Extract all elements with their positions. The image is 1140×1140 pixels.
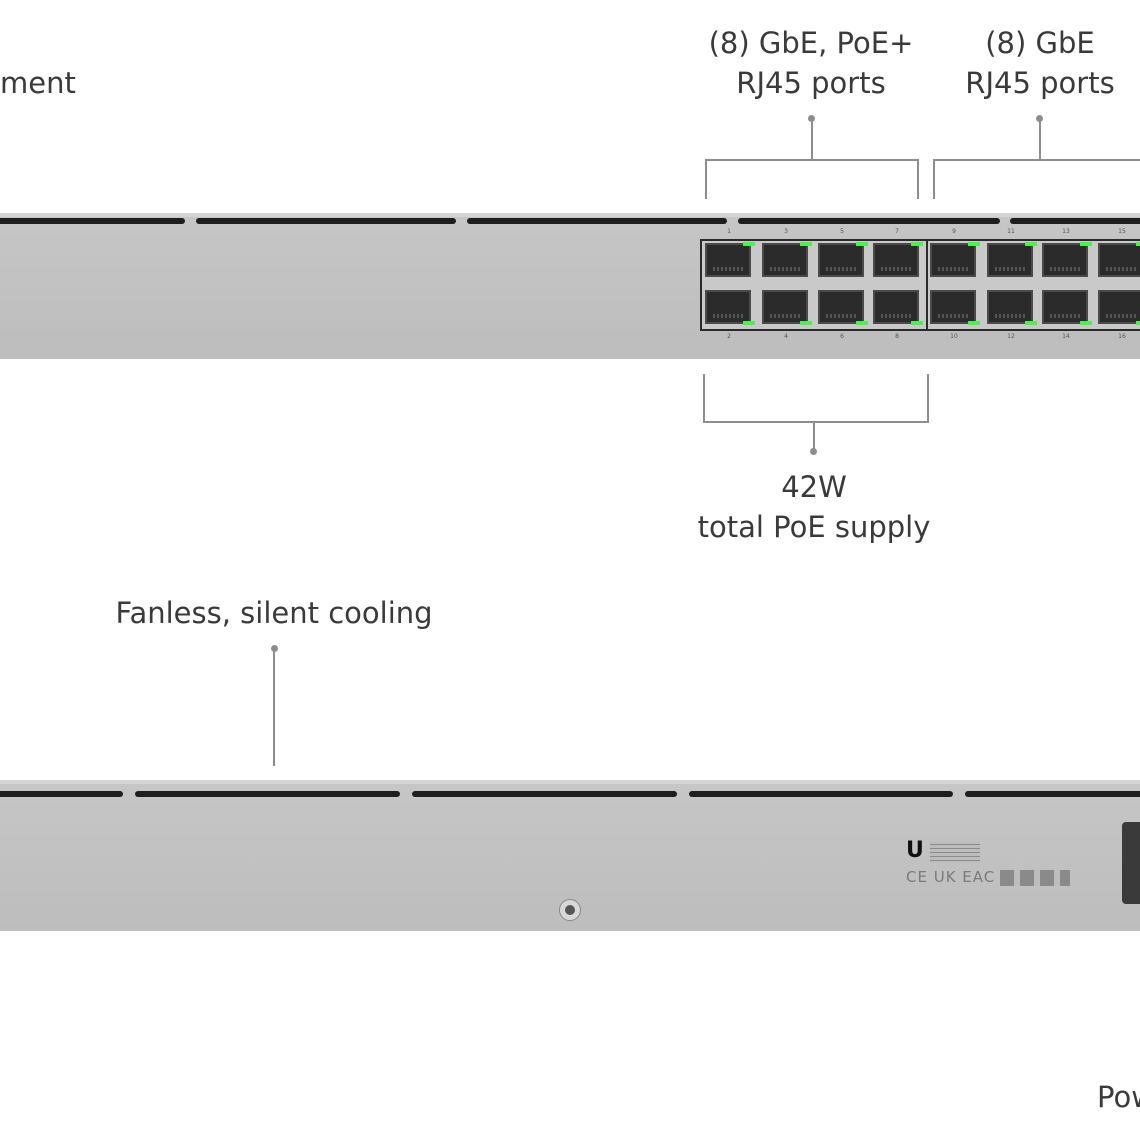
management-callout-fragment: ment (0, 66, 76, 100)
poe-supply-callout-dot (810, 448, 817, 455)
ubiquiti-logo: U (906, 838, 924, 863)
port-led (1136, 242, 1140, 246)
port-led (856, 242, 868, 246)
ground-screw-icon (559, 899, 581, 921)
port-led (800, 242, 812, 246)
port-led (1080, 321, 1092, 325)
poe-supply-callout: 42W total PoE supply (664, 467, 964, 547)
port-led (743, 321, 755, 325)
port-number-label: 4 (784, 333, 788, 340)
port-number-label: 2 (727, 333, 731, 340)
port-number-label: 12 (1007, 333, 1015, 340)
rj45-port (818, 290, 864, 324)
gbe-ports-callout: (8) GbE RJ45 ports (940, 23, 1140, 103)
device-info-text (930, 841, 980, 863)
port-led (743, 242, 755, 246)
vent-slot (196, 218, 456, 224)
rj45-port (1042, 243, 1088, 277)
port-number-label: 13 (1062, 228, 1070, 235)
port-led (1025, 242, 1037, 246)
vent-slot (135, 791, 400, 797)
poe-ports-callout-line (811, 118, 813, 160)
poe-supply-callout-line (813, 421, 815, 451)
port-number-label: 9 (952, 228, 956, 235)
port-number-label: 14 (1062, 333, 1070, 340)
port-number-label: 10 (950, 333, 958, 340)
port-led (968, 242, 980, 246)
port-led (1025, 321, 1037, 325)
port-led (911, 321, 923, 325)
port-led (1080, 242, 1092, 246)
certification-icons (1000, 870, 1070, 886)
rj45-port (930, 290, 976, 324)
vent-slot (0, 218, 185, 224)
poe-ports-callout: (8) GbE, PoE+ RJ45 ports (691, 23, 931, 103)
port-led (800, 321, 812, 325)
power-connector (1122, 822, 1140, 904)
rj45-port (873, 243, 919, 277)
gbe-ports-callout-line1: (8) GbE (985, 26, 1095, 60)
rj45-port (1042, 290, 1088, 324)
rj45-port (762, 243, 808, 277)
poe-ports-callout-line2: RJ45 ports (736, 66, 886, 100)
port-number-label: 7 (895, 228, 899, 235)
port-led (968, 321, 980, 325)
rj45-port (1098, 243, 1140, 277)
port-led (856, 321, 868, 325)
gbe-ports-callout-line2: RJ45 ports (965, 66, 1115, 100)
vent-slot (1010, 218, 1140, 224)
poe-ports-callout-line1: (8) GbE, PoE+ (708, 26, 914, 60)
power-callout-fragment: Pow (1097, 1080, 1140, 1114)
port-led (911, 242, 923, 246)
vent-slot (0, 791, 123, 797)
rj45-port (987, 290, 1033, 324)
rj45-port (818, 243, 864, 277)
poe-ports-bracket (705, 159, 919, 199)
port-number-label: 5 (840, 228, 844, 235)
port-led (1136, 321, 1140, 325)
gbe-ports-callout-line (1039, 118, 1041, 160)
gbe-ports-bracket (933, 159, 1140, 199)
vent-slot (689, 791, 953, 797)
port-number-label: 11 (1007, 228, 1015, 235)
poe-supply-callout-line2: total PoE supply (697, 510, 931, 544)
rj45-port (987, 243, 1033, 277)
vent-slot (738, 218, 1000, 224)
rj45-port (873, 290, 919, 324)
rj45-port (705, 290, 751, 324)
vent-slot (412, 791, 677, 797)
cooling-callout: Fanless, silent cooling (115, 596, 433, 630)
port-number-label: 1 (727, 228, 731, 235)
cooling-callout-line (273, 648, 275, 766)
port-number-label: 8 (895, 333, 899, 340)
poe-supply-callout-line1: 42W (781, 470, 847, 504)
port-number-label: 15 (1118, 228, 1126, 235)
certification-marks: CE UK EAC (906, 868, 996, 886)
port-number-label: 6 (840, 333, 844, 340)
rj45-port (930, 243, 976, 277)
rj45-port (762, 290, 808, 324)
port-number-label: 3 (784, 228, 788, 235)
vent-slot (965, 791, 1140, 797)
vent-slot (467, 218, 727, 224)
poe-supply-bracket (703, 374, 929, 423)
switch-rear-panel: U CE UK EAC (0, 780, 1140, 931)
rj45-port (1098, 290, 1140, 324)
port-number-label: 16 (1118, 333, 1126, 340)
rj45-port (705, 243, 751, 277)
